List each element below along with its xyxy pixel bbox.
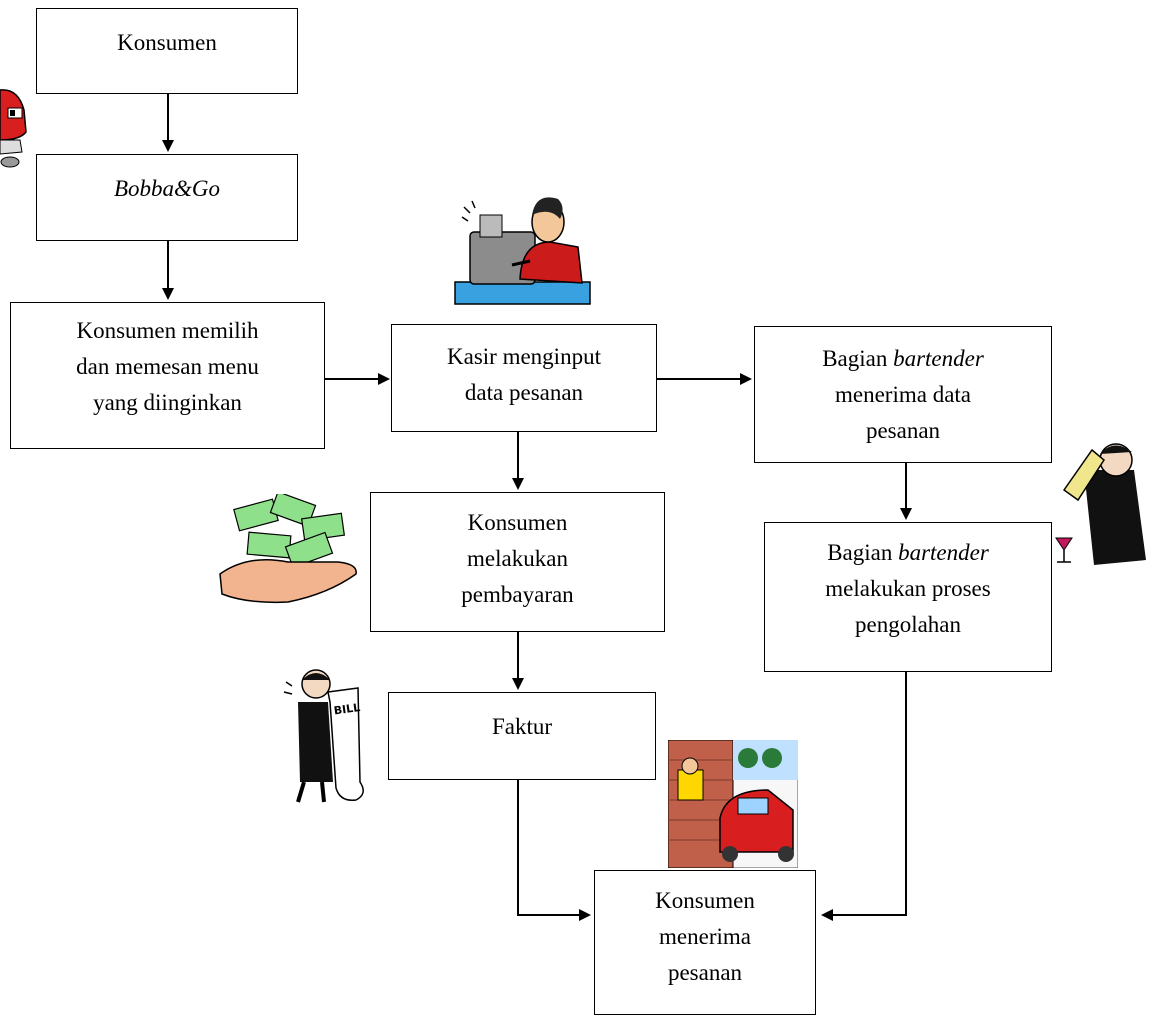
node-bartender-terima-line1a: Bagian xyxy=(822,346,894,371)
node-konsumen-text: Konsumen xyxy=(117,30,217,55)
node-menerima-line3: pesanan xyxy=(667,960,743,985)
node-konsumen: Konsumen xyxy=(36,8,298,94)
node-memilih-line3: yang diinginkan xyxy=(93,390,242,415)
man-with-bill-icon: BILL xyxy=(283,669,364,803)
arrow-faktur-to-menerima xyxy=(517,779,591,921)
node-bartender-proses-line1a: Bagian xyxy=(827,540,899,565)
node-pembayaran-line2: melakukan xyxy=(467,546,568,571)
node-bartender-terima-line2: menerima data xyxy=(834,382,971,407)
node-konsumen-memilih: Konsumen memilih dan memesan menu yang d… xyxy=(10,302,325,449)
node-bartender-proses-line1b: bartender xyxy=(898,540,989,565)
node-pembayaran-line3: pembayaran xyxy=(461,582,574,607)
node-menerima-line2: menerima xyxy=(659,924,751,949)
red-car-icon xyxy=(0,89,27,168)
node-menerima-line1: Konsumen xyxy=(655,888,755,913)
node-kasir-line1: Kasir menginput xyxy=(447,344,601,369)
arrow-proses-to-menerima xyxy=(821,671,907,921)
drive-thru-window-icon xyxy=(668,740,798,868)
node-bartender-proses: Bagian bartender melakukan proses pengol… xyxy=(764,522,1052,672)
node-konsumen-menerima: Konsumen menerima pesanan xyxy=(594,870,816,1015)
node-kasir-line2: data pesanan xyxy=(464,380,584,405)
node-faktur-text: Faktur xyxy=(491,714,553,739)
node-bobba-go-text: Bobba&Go xyxy=(113,176,221,201)
node-bartender-terima-line3: pesanan xyxy=(865,418,941,443)
node-bartender-proses-line3: pengolahan xyxy=(854,612,961,637)
svg-text:BILL: BILL xyxy=(333,701,361,718)
node-kasir: Kasir menginput data pesanan xyxy=(391,324,657,432)
node-bartender-terima-line1b: bartender xyxy=(893,346,984,371)
node-pembayaran-line1: Konsumen xyxy=(467,510,568,535)
bartender-shaker-icon xyxy=(1055,443,1146,565)
node-memilih-line2: dan memesan menu xyxy=(76,354,259,379)
node-memilih-line1: Konsumen memilih xyxy=(76,318,259,343)
node-bobba-go: Bobba&Go xyxy=(36,154,298,241)
node-pembayaran: Konsumen melakukan pembayaran xyxy=(370,492,665,632)
money-hand-icon xyxy=(219,494,357,604)
node-bartender-proses-line2: melakukan proses xyxy=(825,576,991,601)
node-bartender-menerima: Bagian bartender menerima data pesanan xyxy=(754,326,1052,463)
node-faktur: Faktur xyxy=(388,692,656,780)
cashier-register-icon xyxy=(454,197,591,305)
